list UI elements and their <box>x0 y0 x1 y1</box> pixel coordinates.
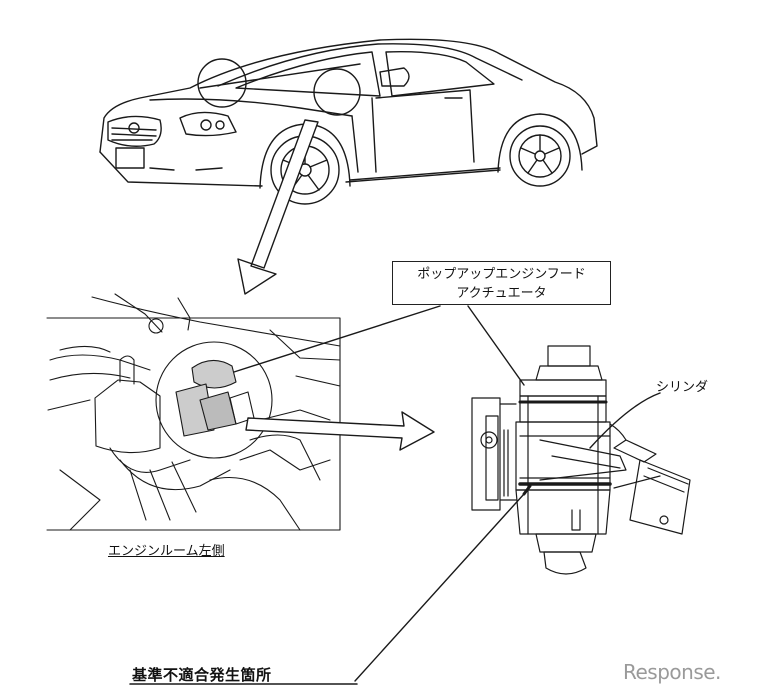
arrow-right <box>245 411 435 451</box>
defect-location-label: 基準不適合発生箇所 <box>132 666 272 684</box>
callout-line-2: アクチュエータ <box>456 286 547 301</box>
cylinder-leader <box>589 392 661 449</box>
defect-leader <box>354 493 525 682</box>
engine-room-detail <box>46 293 341 531</box>
arrow-down-shaft <box>237 119 319 295</box>
callout-line-1: ポップアップエンジンフード <box>417 267 586 282</box>
cylinder-label: シリンダ <box>656 380 709 395</box>
car-illustration <box>99 38 598 205</box>
engine-room-label: エンジンルーム左側 <box>108 544 225 559</box>
actuator-detail <box>471 345 691 575</box>
actuator-callout-box: ポップアップエンジンフード アクチュエータ <box>392 261 611 305</box>
callout-leader-left <box>233 305 441 373</box>
response-watermark: Response. <box>623 660 721 684</box>
callout-leader-right <box>467 305 525 386</box>
